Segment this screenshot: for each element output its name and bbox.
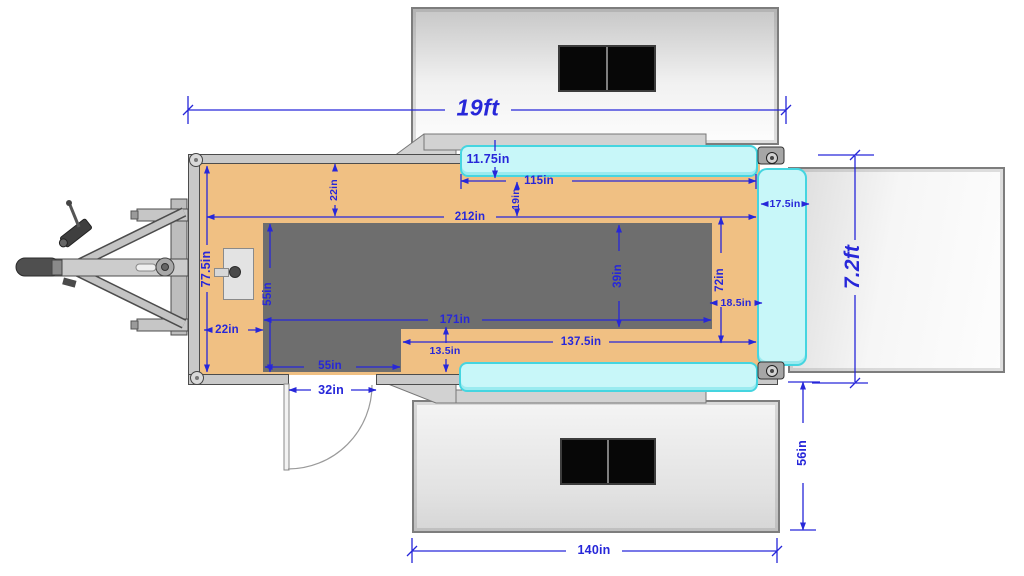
wall-bottom-left [188,374,289,385]
ramp-hinges [757,146,785,380]
corner-rollers [189,153,204,385]
solar-cell [609,440,654,483]
dim-label-55in-bottom: 55in [318,360,342,372]
solar-panel-bottom [560,438,656,485]
fold-out-panel-top [411,7,779,145]
dim-label-13-5in: 13.5in [429,345,461,357]
dim-label-17-5in: 17.5in [769,198,801,210]
solar-cell [560,47,606,90]
dim-label-overall-length: 19ft [456,94,500,121]
dim-label-22in-bottom: 22in [215,324,239,336]
entry-door [283,383,373,471]
dim-label-32in-door: 32in [318,383,344,397]
bed-platform [263,223,712,329]
dim-label-212in: 212in [454,211,486,223]
dim-label-11-75in: 11.75in [466,152,510,166]
dim-label-22in-top: 22in [328,179,340,201]
dim-label-56in: 56in [795,440,809,466]
dim-label-140in: 140in [577,543,611,557]
tongue-box-knob [229,266,241,278]
dim-label-overall-width: 7.2ft [841,244,864,290]
fold-out-panel-bottom [412,400,780,533]
dim-label-77-5in: 77.5in [199,250,213,288]
dim-label-115in: 115in [524,175,554,187]
tongue-box-handle [214,268,229,277]
dim-label-19in: 19in [510,188,522,210]
dim-label-137-5in: 137.5in [560,336,602,348]
dim-label-55in-left: 55in [262,282,274,306]
solar-panel-top [558,45,656,92]
solar-cell [608,47,654,90]
jack-handle [68,204,81,228]
rear-bench [757,168,807,366]
upper-cabinet-top [460,145,758,177]
door-swing-arc [287,384,373,470]
dim-label-18-5in: 18.5in [720,297,752,309]
dim-label-72in: 72in [714,268,726,292]
upper-cabinet-bottom [459,362,758,392]
trailer-tongue [15,198,189,336]
bed-platform-extension [263,329,401,372]
dim-label-171in: 171in [439,314,471,326]
door-leaf [283,383,290,471]
tongue-jack [58,218,92,248]
solar-cell [562,440,607,483]
dim-label-39in: 39in [612,264,624,288]
